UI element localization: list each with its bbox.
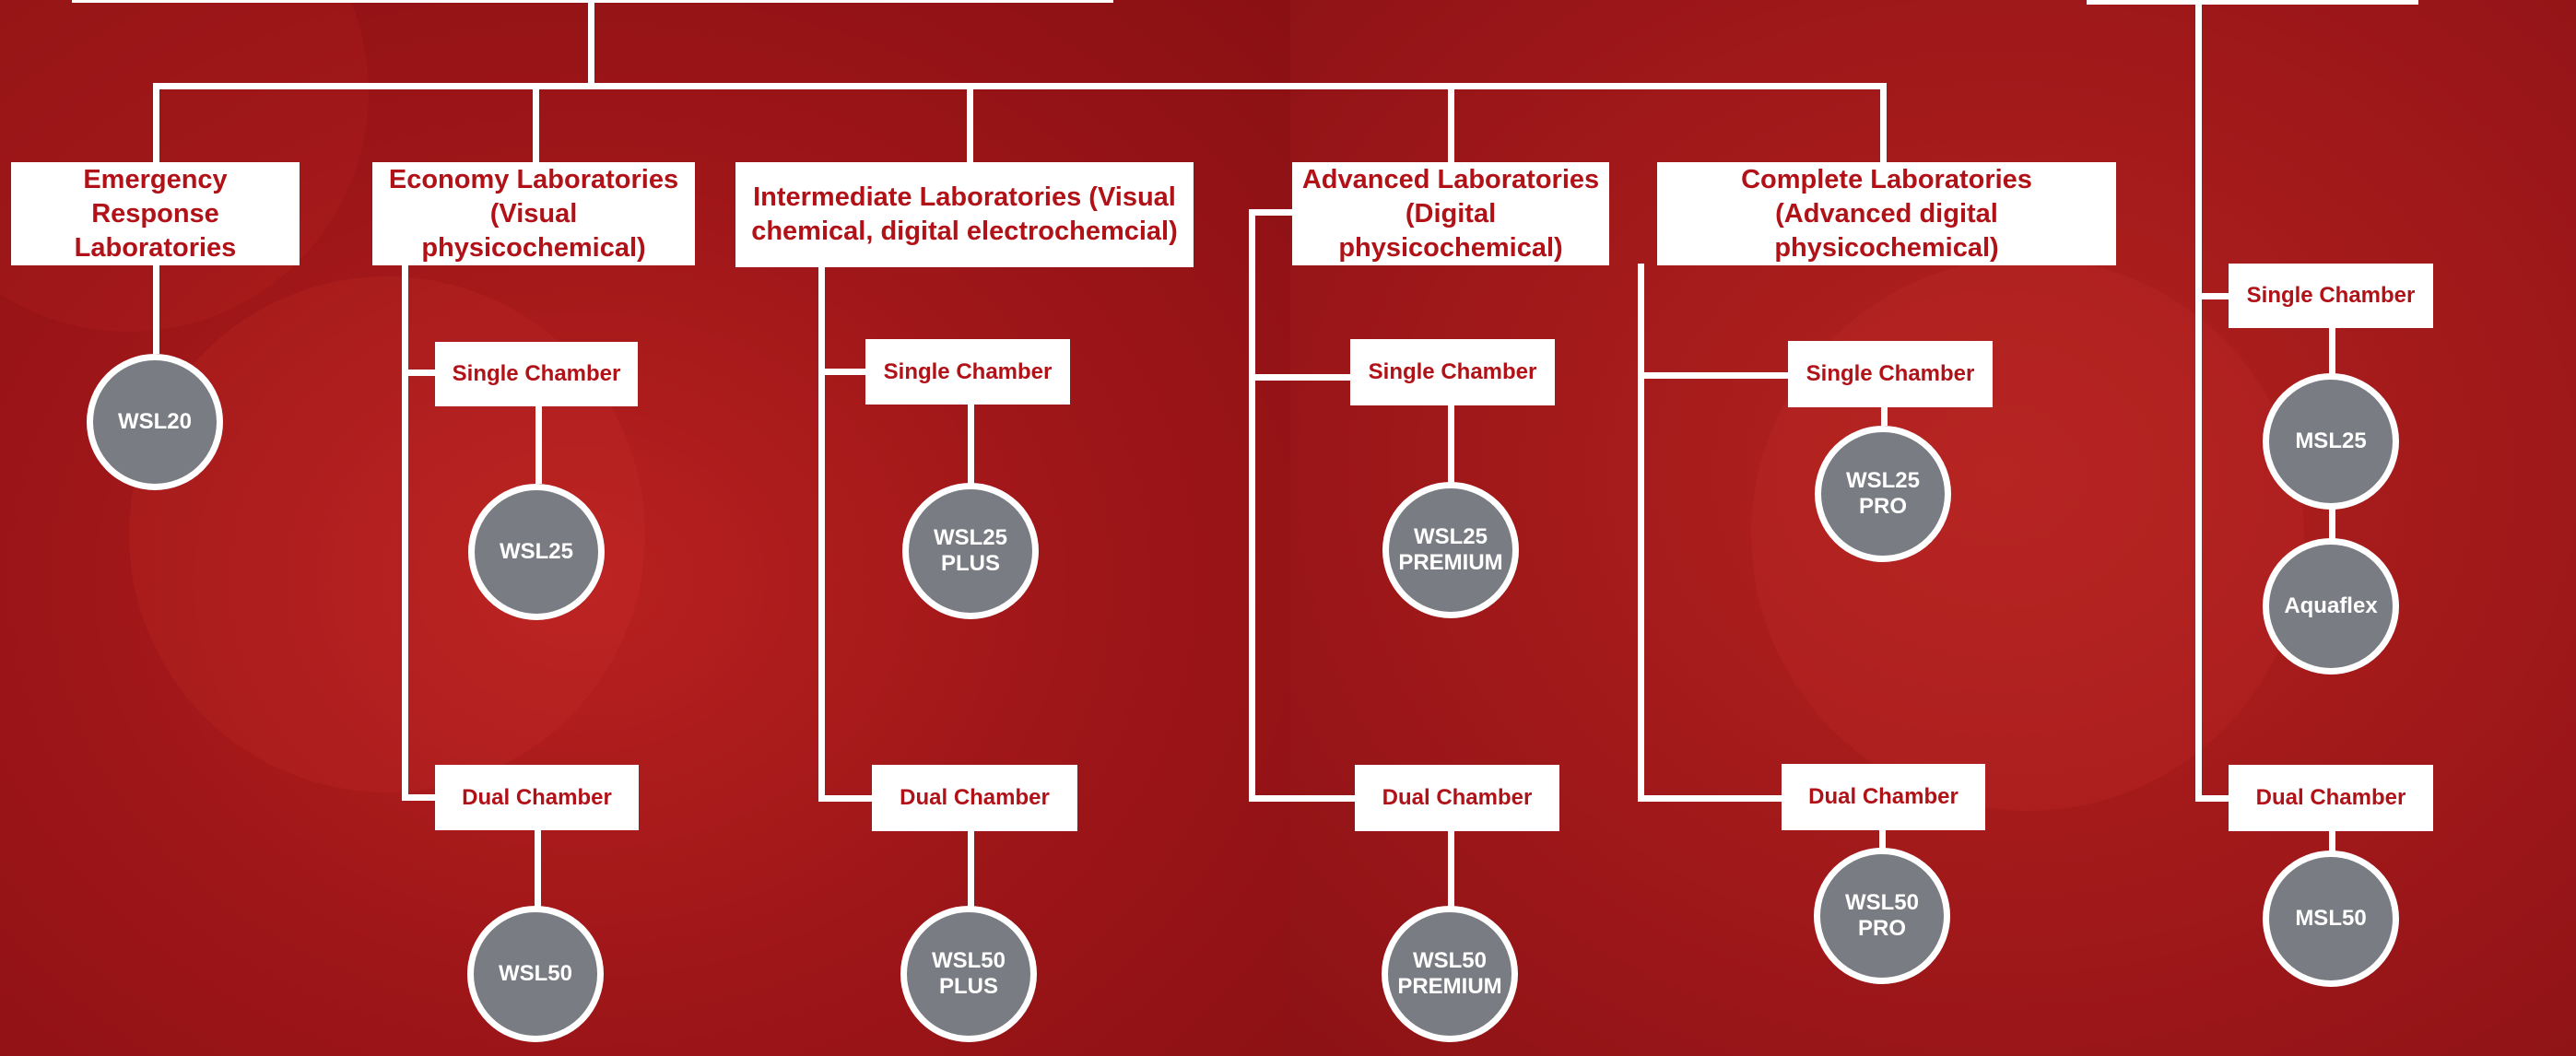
complete-dual-chamber: Dual Chamber xyxy=(1782,764,1985,830)
connector-cat4-dual-premium xyxy=(1448,831,1454,909)
connector-cat3-dual-plus xyxy=(968,831,974,909)
connector-right-single xyxy=(2195,293,2229,299)
connector-right-spine xyxy=(2195,0,2202,802)
connector-cat4-stub xyxy=(1249,209,1292,216)
category-complete: Complete Laboratories (Advanced digital … xyxy=(1657,162,2116,265)
intermediate-dual-chamber: Dual Chamber xyxy=(872,765,1077,831)
right-single-chamber: Single Chamber xyxy=(2229,264,2433,328)
connector-cat4-single xyxy=(1249,374,1350,381)
connector-main-bus xyxy=(153,83,1887,89)
connector-cat2-dual xyxy=(402,794,435,801)
product-wsl25-plus: WSL25 PLUS xyxy=(902,483,1039,619)
product-wsl50-premium: WSL50 PREMIUM xyxy=(1382,906,1518,1042)
connector-cat2-dual-wsl50 xyxy=(535,830,541,908)
connector-cat2-spine xyxy=(402,265,408,800)
complete-single-chamber: Single Chamber xyxy=(1788,341,1993,407)
connector-cat4-spine xyxy=(1249,209,1255,802)
connector-right-msl25-aquaflex xyxy=(2329,505,2335,542)
advanced-dual-chamber: Dual Chamber xyxy=(1355,765,1559,831)
connector-drop-cat5 xyxy=(1880,83,1887,162)
category-advanced: Advanced Laboratories (Digital physicoch… xyxy=(1292,162,1609,265)
category-emergency-response: Emergency Response Laboratories xyxy=(11,162,300,265)
connector-cat5-dual-pro xyxy=(1879,830,1886,849)
connector-cat5-dual xyxy=(1638,795,1782,802)
connector-drop-cat4 xyxy=(1448,83,1454,162)
connector-cat5-single xyxy=(1638,372,1788,379)
economy-dual-chamber: Dual Chamber xyxy=(435,765,639,830)
connector-cat5-single-pro xyxy=(1881,407,1888,426)
connector-cat4-single-premium xyxy=(1448,405,1454,483)
economy-single-chamber: Single Chamber xyxy=(435,342,638,406)
connector-cat3-single-plus xyxy=(968,405,974,484)
product-wsl25: WSL25 xyxy=(468,484,605,620)
connector-drop-cat3 xyxy=(967,83,973,162)
intermediate-single-chamber: Single Chamber xyxy=(865,339,1070,405)
connector-right-single-msl25 xyxy=(2329,328,2335,376)
connector-cat3-spine xyxy=(818,267,825,802)
connector-drop-cat2 xyxy=(533,83,539,162)
connector-cat1-wsl20 xyxy=(153,265,159,354)
connector-cat3-dual xyxy=(818,795,872,802)
advanced-single-chamber: Single Chamber xyxy=(1350,339,1555,405)
connector-root-stem xyxy=(588,0,594,88)
product-wsl50-pro: WSL50 PRO xyxy=(1814,848,1950,984)
product-wsl25-pro: WSL25 PRO xyxy=(1815,426,1951,562)
product-wsl20: WSL20 xyxy=(87,354,223,490)
connector-cat3-single xyxy=(818,369,865,375)
connector-cat2-single xyxy=(402,370,435,376)
right-dual-chamber: Dual Chamber xyxy=(2229,765,2433,831)
connector-cat2-single-wsl25 xyxy=(535,406,542,484)
connector-right-dual xyxy=(2195,795,2229,802)
connector-right-dual-msl50 xyxy=(2329,831,2335,853)
category-economy: Economy Laboratories (Visual physicochem… xyxy=(372,162,695,265)
product-msl50: MSL50 xyxy=(2263,851,2399,987)
connector-drop-cat1 xyxy=(153,83,159,162)
connector-cat5-spine xyxy=(1638,264,1644,802)
connector-cat4-dual xyxy=(1249,795,1355,802)
product-wsl25-premium: WSL25 PREMIUM xyxy=(1382,482,1519,618)
product-aquaflex: Aquaflex xyxy=(2263,538,2399,675)
category-intermediate: Intermediate Laboratories (Visual chemic… xyxy=(735,162,1194,267)
product-wsl50: WSL50 xyxy=(467,906,604,1042)
product-wsl50-plus: WSL50 PLUS xyxy=(900,906,1037,1042)
product-msl25: MSL25 xyxy=(2263,373,2399,510)
connector-top-box-right xyxy=(2087,0,2418,5)
